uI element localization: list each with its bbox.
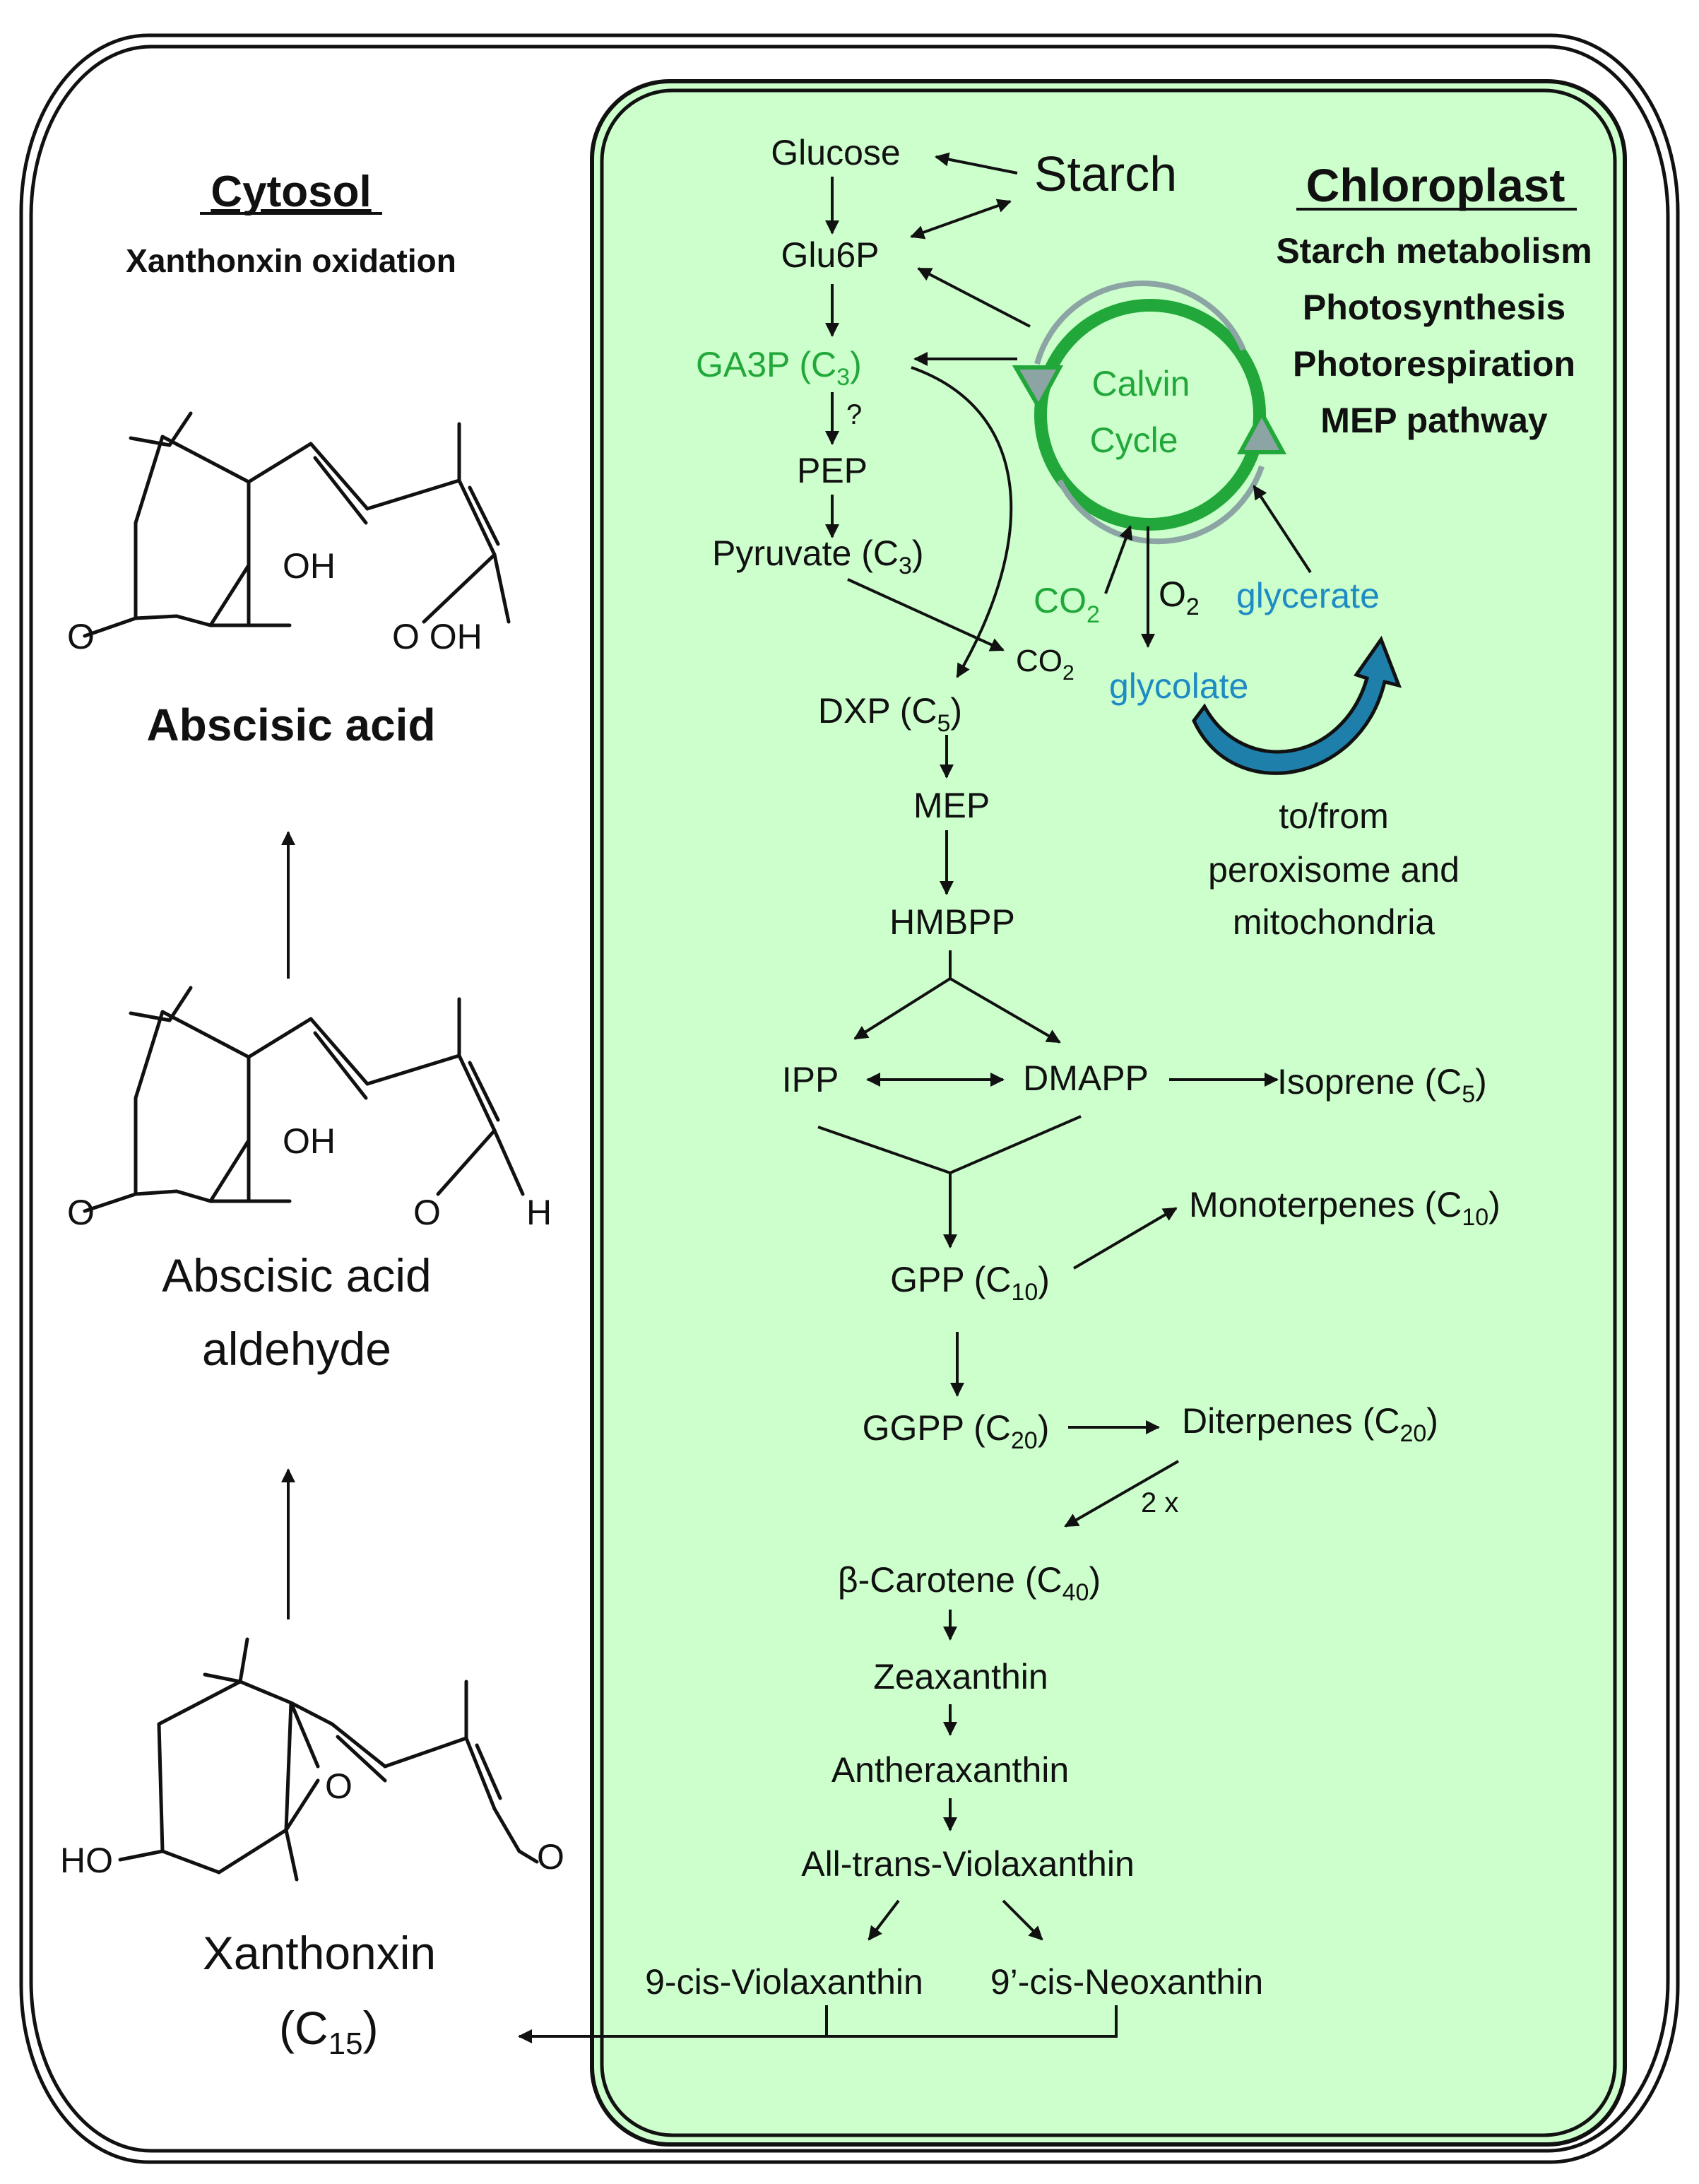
node-ggpp: GGPP (C20): [863, 1408, 1050, 1454]
aba-oh-label: OH: [283, 546, 336, 586]
cell-inner-membrane: [29, 45, 1670, 2153]
node-o2: O2: [1159, 574, 1200, 620]
node-monoterpenes: Monoterpenes (C10): [1189, 1185, 1500, 1231]
node-starch: Starch: [1034, 146, 1177, 201]
transport-note-line3: mitochondria: [1233, 902, 1435, 942]
aldehyde-oh-label: OH: [283, 1121, 336, 1161]
aba-ring-o-label: O: [67, 617, 95, 656]
calvin-label-line1: Calvin: [1092, 364, 1190, 403]
abscisic-acid-label: Abscisic acid: [146, 700, 435, 750]
node-pyruvate: Pyruvate (C3): [712, 533, 924, 579]
transport-note-line2: peroxisome and: [1208, 850, 1460, 890]
process-photosynthesis: Photosynthesis: [1303, 288, 1565, 327]
aldehyde-ring-o-label: O: [67, 1193, 95, 1232]
aba-acid-label: O OH: [392, 617, 483, 656]
node-glu6p: Glu6P: [781, 235, 880, 275]
xanthonxin-structure: O O HO: [60, 1637, 564, 1882]
xanthonxin-o-label: O: [537, 1837, 564, 1877]
node-beta-carotene: β-Carotene (C40): [838, 1560, 1101, 1606]
cytosol-title: Cytosol: [211, 167, 371, 216]
node-question: ?: [846, 399, 862, 430]
process-mep-pathway: MEP pathway: [1320, 401, 1548, 440]
node-mep: MEP: [913, 786, 990, 825]
calvin-label-line2: Cycle: [1089, 420, 1178, 460]
node-hmbpp: HMBPP: [889, 902, 1015, 942]
node-ipp: IPP: [782, 1060, 839, 1099]
xanthonxin-epoxide-o-label: O: [325, 1766, 353, 1806]
node-co2-calvin: CO2: [1034, 581, 1100, 628]
xanthonxin-label-line2: (C15): [279, 2002, 379, 2061]
node-all-trans-violaxanthin: All-trans-Violaxanthin: [801, 1844, 1135, 1884]
node-isoprene: Isoprene (C5): [1277, 1062, 1487, 1108]
process-starch-metabolism: Starch metabolism: [1276, 231, 1592, 271]
transport-note-line1: to/from: [1279, 796, 1389, 836]
node-glucose: Glucose: [771, 133, 900, 172]
node-9prime-cis-neoxanthin: 9’-cis-Neoxanthin: [990, 1962, 1263, 2002]
photorespiration-transport-arrow: [1192, 635, 1402, 775]
chloroplast-compartment: [590, 79, 1627, 2147]
node-ga3p: GA3P (C3): [696, 345, 862, 391]
node-co2-pyruvate: CO2: [1016, 644, 1075, 685]
pathway-arrows: [518, 152, 1312, 2043]
node-dmapp: DMAPP: [1023, 1058, 1149, 1098]
abscisic-acid-structure: OH O O OH: [67, 411, 511, 656]
aba-aldehyde-label-line1: Abscisic acid: [162, 1249, 431, 1301]
xanthonxin-ho-label: HO: [60, 1841, 113, 1880]
chloroplast-title: Chloroplast: [1306, 159, 1565, 211]
cell-outer-membrane: [19, 33, 1680, 2164]
aba-aldehyde-label-line2: aldehyde: [202, 1323, 391, 1375]
xanthonxin-label-line1: Xanthonxin: [203, 1927, 436, 1979]
aba-aldehyde-structure: OH O O H: [67, 986, 552, 1232]
node-two-x: 2 x: [1141, 1487, 1178, 1518]
process-photorespiration: Photorespiration: [1293, 344, 1575, 384]
calvin-cycle-ring: [1012, 281, 1287, 545]
cytosol-subtitle: Xanthonxin oxidation: [126, 242, 456, 279]
node-zeaxanthin: Zeaxanthin: [873, 1657, 1048, 1696]
node-gpp: GPP (C10): [890, 1260, 1050, 1306]
aldehyde-h-label: H: [526, 1193, 552, 1232]
aldehyde-o-label: O: [413, 1193, 441, 1232]
chloroplast-inner-membrane: [600, 88, 1617, 2137]
node-diterpenes: Diterpenes (C20): [1182, 1401, 1438, 1447]
node-pep: PEP: [797, 451, 868, 490]
node-glycolate: glycolate: [1109, 666, 1248, 706]
node-glycerate: glycerate: [1236, 576, 1380, 615]
node-antheraxanthin: Antheraxanthin: [831, 1750, 1069, 1790]
node-dxp: DXP (C5): [818, 691, 962, 737]
node-9-cis-violaxanthin: 9-cis-Violaxanthin: [645, 1962, 923, 2002]
